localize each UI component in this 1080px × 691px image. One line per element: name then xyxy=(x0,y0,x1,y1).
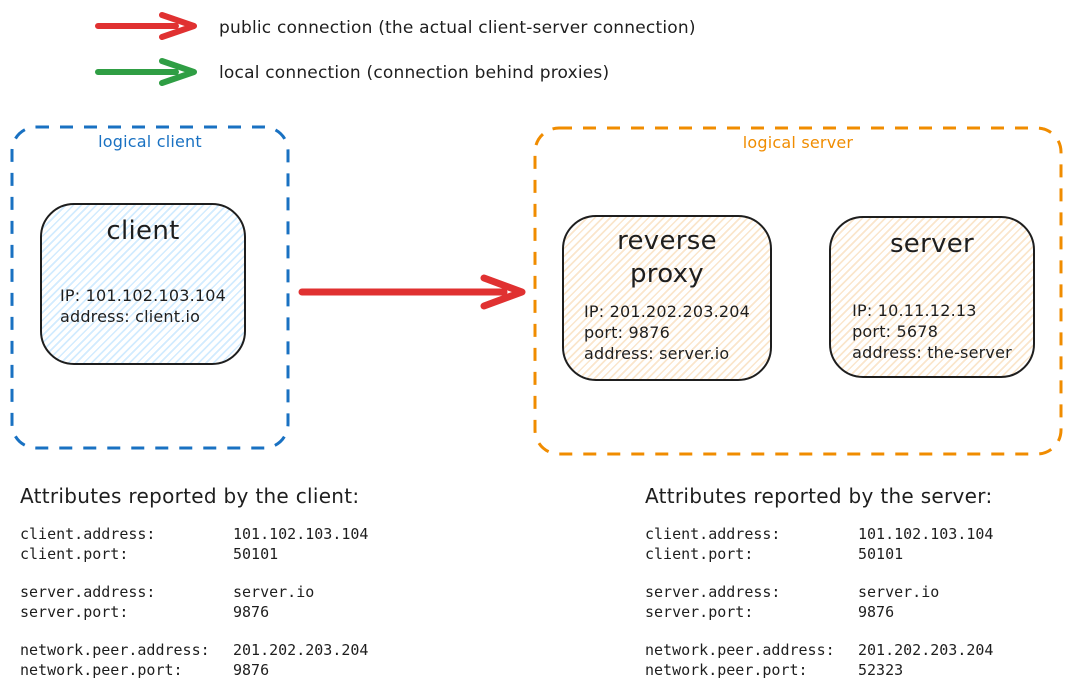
attribute-key: client.address: xyxy=(20,525,156,543)
server-node-title: server xyxy=(889,229,975,259)
attribute-value: 9876 xyxy=(233,661,270,679)
reverse-proxy-ip: IP: 201.202.203.204 xyxy=(583,302,751,321)
attribute-key: client.address: xyxy=(645,525,781,543)
attribute-value: 52323 xyxy=(858,661,904,679)
reverse-proxy-address: address: server.io xyxy=(583,344,730,363)
attribute-group-server-network-peer: network.peer.address: 201.202.203.204 net… xyxy=(645,640,1075,680)
attribute-key: server.address: xyxy=(645,583,781,601)
server-port: port: 5678 xyxy=(852,322,939,341)
attribute-key: network.peer.address: xyxy=(20,641,210,659)
reverse-proxy-node-details: IP: 201.202.203.204 port: 9876 address: … xyxy=(564,301,770,364)
client-node-title: client xyxy=(106,216,180,246)
logical-server-label: logical server xyxy=(742,133,854,152)
attribute-value: server.io xyxy=(858,583,940,601)
attribute-row: client.port: 50101 xyxy=(20,544,450,564)
attribute-value: 201.202.203.204 xyxy=(858,641,994,659)
attributes-server-panel: Attributes reported by the server: clien… xyxy=(645,483,1075,691)
attribute-group-server-client: client.address: 101.102.103.104 client.po… xyxy=(645,524,1075,564)
client-address: address: client.io xyxy=(59,307,201,326)
public-connection-arrow xyxy=(298,274,526,310)
logical-client-group: logical client client IP: 101.102.103.10… xyxy=(10,125,290,450)
server-ip: IP: 10.11.12.13 xyxy=(852,301,977,320)
attribute-row: server.address: server.io xyxy=(20,582,450,602)
public-connection-arrow-icon xyxy=(95,12,197,40)
logical-server-border xyxy=(533,126,1063,456)
attribute-row: client.address: 101.102.103.104 xyxy=(20,524,450,544)
attribute-row: server.address: server.io xyxy=(645,582,1075,602)
client-node-details: IP: 101.102.103.104 address: client.io xyxy=(42,285,244,327)
attribute-key: server.port: xyxy=(645,603,754,621)
client-node: client IP: 101.102.103.104 address: clie… xyxy=(40,203,246,365)
attribute-key: client.port: xyxy=(645,545,754,563)
server-node-details: IP: 10.11.12.13 port: 5678 address: the-… xyxy=(831,300,1033,363)
attribute-value: 9876 xyxy=(858,603,895,621)
client-ip: IP: 101.102.103.104 xyxy=(59,286,227,305)
attribute-row: server.port: 9876 xyxy=(20,602,450,622)
attribute-value: 50101 xyxy=(858,545,904,563)
logical-client-label: logical client xyxy=(98,132,202,151)
attribute-row: network.peer.port: 9876 xyxy=(20,660,450,680)
public-connection-legend-label: public connection (the actual client-ser… xyxy=(219,18,696,38)
attribute-row: network.peer.address: 201.202.203.204 xyxy=(20,640,450,660)
attribute-group-client-server: server.address: server.io server.port: 987… xyxy=(20,582,450,622)
attribute-group-client-network-peer: network.peer.address: 201.202.203.204 net… xyxy=(20,640,450,680)
attribute-key: server.port: xyxy=(20,603,129,621)
logical-server-group: logical server reverse proxy IP: 201.202… xyxy=(533,126,1063,456)
attribute-value: 101.102.103.104 xyxy=(233,525,369,543)
attributes-server-heading: Attributes reported by the server: xyxy=(645,484,993,508)
attribute-key: client.port: xyxy=(20,545,129,563)
reverse-proxy-port: port: 9876 xyxy=(583,323,670,342)
local-connection-legend-label: local connection (connection behind prox… xyxy=(219,63,610,83)
attribute-row: client.address: 101.102.103.104 xyxy=(645,524,1075,544)
attribute-value: 9876 xyxy=(233,603,270,621)
server-node: server IP: 10.11.12.13 port: 5678 addres… xyxy=(829,216,1035,378)
server-address: address: the-server xyxy=(852,343,1012,362)
attribute-row: server.port: 9876 xyxy=(645,602,1075,622)
local-connection-arrow-icon xyxy=(95,58,197,86)
attribute-key: server.address: xyxy=(20,583,156,601)
attributes-client-heading: Attributes reported by the client: xyxy=(20,484,360,508)
attribute-row: client.port: 50101 xyxy=(645,544,1075,564)
attribute-value: 201.202.203.204 xyxy=(233,641,369,659)
attribute-group-server-server: server.address: server.io server.port: 987… xyxy=(645,582,1075,622)
attribute-value: 50101 xyxy=(233,545,279,563)
reverse-proxy-node: reverse proxy IP: 201.202.203.204 port: … xyxy=(562,215,772,381)
attribute-value: 101.102.103.104 xyxy=(858,525,994,543)
reverse-proxy-node-title: reverse proxy xyxy=(617,226,717,289)
attribute-value: server.io xyxy=(233,583,315,601)
attribute-key: network.peer.port: xyxy=(645,661,808,679)
attribute-key: network.peer.port: xyxy=(20,661,183,679)
attribute-row: network.peer.port: 52323 xyxy=(645,660,1075,680)
attribute-row: network.peer.address: 201.202.203.204 xyxy=(645,640,1075,660)
attribute-group-client-client: client.address: 101.102.103.104 client.po… xyxy=(20,524,450,564)
attribute-key: network.peer.address: xyxy=(645,641,835,659)
attributes-client-panel: Attributes reported by the client: clien… xyxy=(20,483,450,691)
